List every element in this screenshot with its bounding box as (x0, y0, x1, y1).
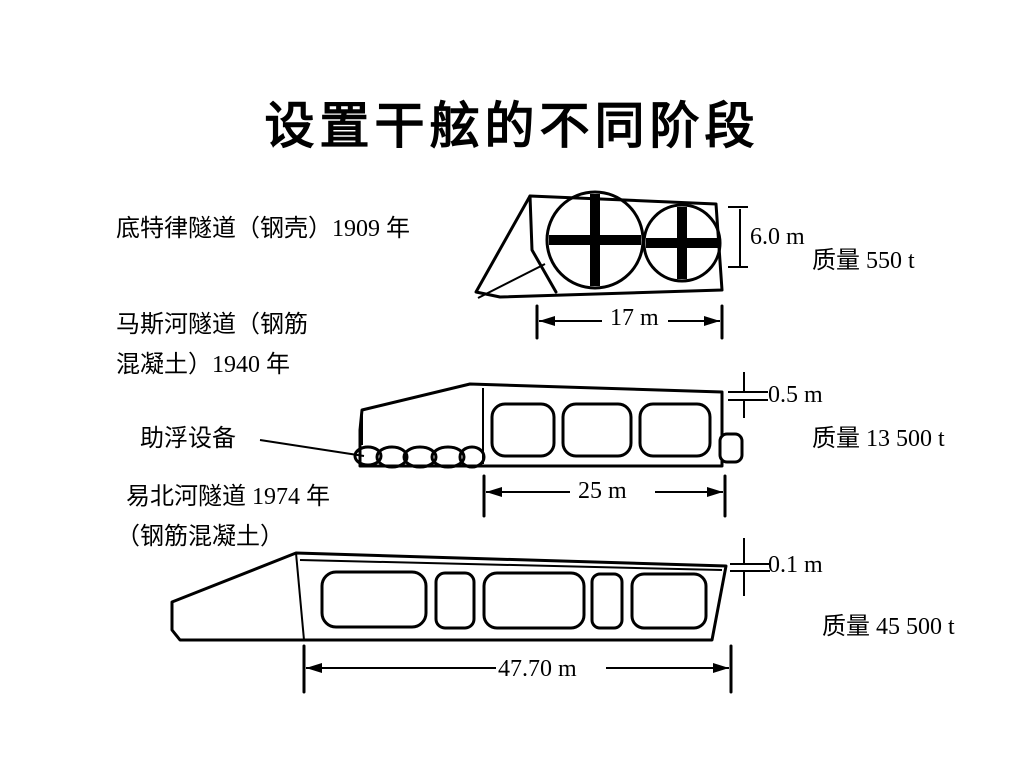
stage2-cell-1 (490, 402, 556, 458)
stage1-width-label: 17 m (610, 305, 659, 331)
stage3-width-dimension (302, 644, 733, 694)
stage3-name-line2: （钢筋混凝土） (116, 524, 284, 550)
stage2-name-line1: 马斯河隧道（钢筋 (116, 312, 308, 338)
stage3-cell-1 (320, 570, 428, 629)
stage2-freeboard-label: 0.5 m (768, 382, 823, 408)
stage1-cross-section (474, 190, 748, 340)
stage3-cell-3 (482, 571, 586, 630)
stage1-width-dimension (535, 304, 724, 340)
stage1-mass-label: 质量 550 t (812, 248, 915, 274)
stage2-cell-2 (561, 402, 633, 458)
stage1-height-label: 6.0 m (750, 224, 805, 250)
page-title: 设置干舷的不同阶段 (264, 96, 760, 155)
stage3-cell-2 (434, 571, 476, 630)
stage2-cross-section (259, 372, 768, 518)
stage2-name-line2: 混凝土）1940 年 (116, 352, 290, 378)
stage2-width-dimension (482, 474, 727, 518)
stage2-mass-label: 质量 13 500 t (812, 426, 945, 452)
stage3-name-line1: 易北河隧道 1974 年 (126, 484, 330, 510)
stage3-freeboard-label: 0.1 m (768, 552, 823, 578)
stage1-tube-left (545, 190, 645, 290)
stage1-height-dimension (728, 206, 748, 268)
stage1-name: 底特律隧道（钢壳）1909 年 (116, 216, 410, 242)
stage2-cell-3 (638, 402, 712, 458)
stage3-cross-section (170, 538, 770, 694)
stage2-side-buoy (718, 432, 744, 464)
float-aid-label: 助浮设备 (140, 426, 236, 452)
stage2-width-label: 25 m (578, 478, 627, 504)
stage1-tube-right (642, 203, 722, 283)
stage2-freeboard-dimension (728, 372, 768, 418)
stage3-freeboard-dimension (730, 538, 770, 596)
stage2-float-aids (353, 445, 486, 469)
stage3-width-label: 47.70 m (498, 656, 577, 682)
stage3-cell-5 (630, 572, 708, 630)
stage3-mass-label: 质量 45 500 t (822, 614, 955, 640)
stage3-cell-4 (590, 572, 624, 630)
